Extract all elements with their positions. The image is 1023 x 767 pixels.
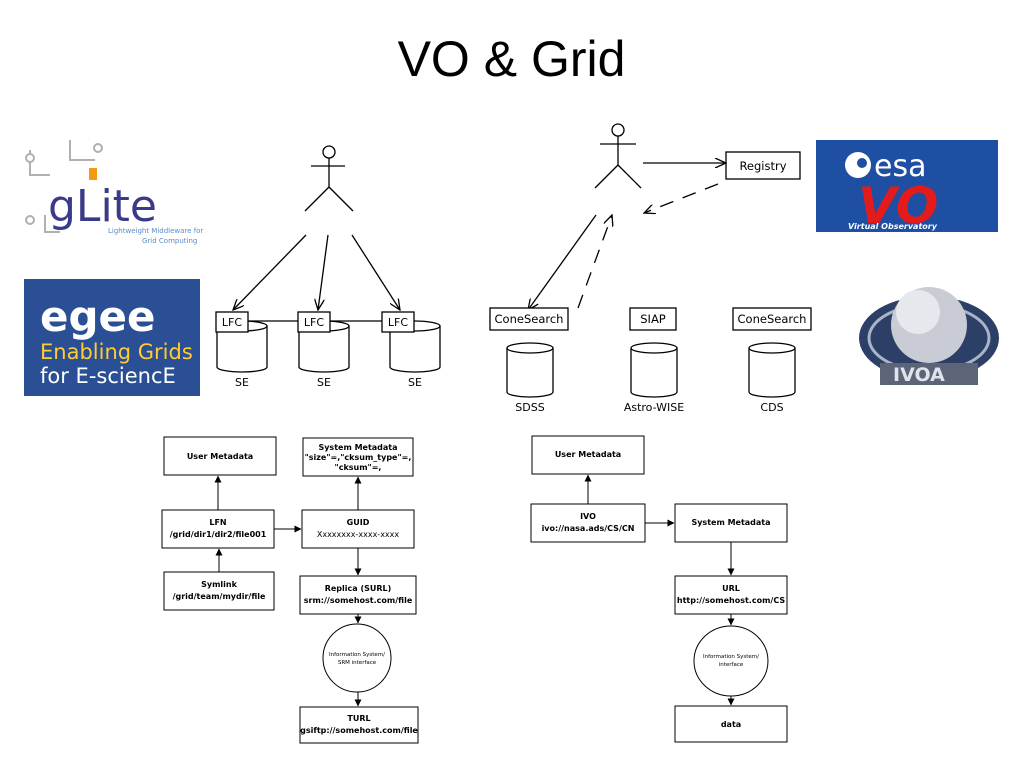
slide-title: VO & Grid <box>397 31 626 87</box>
conesearch-box-2: ConeSearch <box>732 307 812 331</box>
vo-info-system-ellipse: Information System/ interface <box>693 625 769 697</box>
database-astro-wise <box>630 342 678 398</box>
vo-system-metadata-box: System Metadata <box>674 503 788 543</box>
database-cds <box>748 342 796 398</box>
egee-line-1: Enabling Grids <box>40 340 193 364</box>
se-label-1: SE <box>235 376 249 389</box>
glite-tagline-1: Lightweight Middleware for <box>108 227 203 235</box>
database-sdss <box>506 342 554 398</box>
glite-logo: gLite Lightweight Middleware for Grid Co… <box>25 140 203 245</box>
conesearch-label-2: ConeSearch <box>738 312 807 326</box>
svg-text:TURL: TURL <box>347 714 370 723</box>
svg-text:"cksum"=,: "cksum"=, <box>335 463 382 472</box>
siap-box: SIAP <box>629 307 677 331</box>
grid-info-system-circle: Information System/ SRM interface <box>322 623 392 693</box>
conesearch-label-1: ConeSearch <box>495 312 564 326</box>
lfc-label-2: LFC <box>304 316 324 329</box>
svg-text:Information System/: Information System/ <box>329 652 385 658</box>
grid-user-actor <box>304 145 354 212</box>
se-label-3: SE <box>408 376 422 389</box>
svg-text:System Metadata: System Metadata <box>691 518 770 527</box>
svg-text:SRM interface: SRM interface <box>338 660 377 666</box>
lfc-label-1: LFC <box>222 316 242 329</box>
arrow-registry-to-user <box>644 183 719 213</box>
arrow-user-to-lfc-1 <box>233 234 307 310</box>
svg-text:Xxxxxxxx-xxxx-xxxx: Xxxxxxxx-xxxx-xxxx <box>317 530 400 539</box>
egee-line-2: for E-sciencE <box>40 364 176 388</box>
svg-text:/grid/dir1/dir2/file001: /grid/dir1/dir2/file001 <box>170 530 267 539</box>
vo-user-actor <box>594 123 642 189</box>
ivoa-wordmark: IVOA <box>893 364 945 386</box>
svg-text:"size"=,"cksum_type"=,: "size"=,"cksum_type"=, <box>305 453 412 462</box>
grid-user-metadata-box: User Metadata <box>163 436 277 476</box>
svg-text:ivo://nasa.ads/CS/CN: ivo://nasa.ads/CS/CN <box>542 524 635 533</box>
vo-user-metadata-box: User Metadata <box>531 435 645 475</box>
db-label-astro-wise: Astro-WISE <box>624 401 684 414</box>
guid-box: GUID Xxxxxxxx-xxxx-xxxx <box>301 509 415 549</box>
grid-system-metadata-box: System Metadata "size"=,"cksum_type"=, "… <box>302 437 414 477</box>
svg-text:URL: URL <box>722 584 740 593</box>
vo-wordmark: VO <box>858 177 938 235</box>
svg-text:IVO: IVO <box>580 512 596 521</box>
arrow-user-to-lfc-2 <box>318 234 329 310</box>
svg-text:LFN: LFN <box>209 518 226 527</box>
lfc-box-3: LFC <box>381 311 415 333</box>
svg-text:interface: interface <box>719 662 744 668</box>
turl-box: TURL gsiftp://somehost.com/file <box>299 706 419 744</box>
db-label-sdss: SDSS <box>515 401 544 414</box>
lfc-box-2: LFC <box>297 311 331 333</box>
svg-text:data: data <box>721 720 741 729</box>
egee-wordmark: egee <box>40 292 156 341</box>
arrow-user-to-conesearch <box>528 214 597 310</box>
se-label-2: SE <box>317 376 331 389</box>
svg-text:http://somehost.com/CS: http://somehost.com/CS <box>677 596 785 605</box>
svg-text:Information System/: Information System/ <box>703 654 759 660</box>
svg-text:srm://somehost.com/file: srm://somehost.com/file <box>304 596 413 605</box>
registry-box: Registry <box>725 151 801 180</box>
lfc-box-1: LFC <box>215 311 249 333</box>
esa-vo-logo: esa VO Virtual Observatory <box>816 140 998 235</box>
symlink-box: Symlink /grid/team/mydir/file <box>163 571 275 611</box>
lfn-box: LFN /grid/dir1/dir2/file001 <box>161 509 275 549</box>
db-label-cds: CDS <box>760 401 783 414</box>
svg-text:User Metadata: User Metadata <box>187 452 253 461</box>
svg-text:gsiftp://somehost.com/file: gsiftp://somehost.com/file <box>300 726 418 735</box>
lfc-label-3: LFC <box>388 316 408 329</box>
svg-text:/grid/team/mydir/file: /grid/team/mydir/file <box>173 592 266 601</box>
data-box: data <box>674 705 788 743</box>
url-box: URL http://somehost.com/CS <box>674 575 788 615</box>
svg-text:Symlink: Symlink <box>201 580 237 589</box>
svg-text:System Metadata: System Metadata <box>318 443 397 452</box>
arrow-conesearch-to-user <box>577 215 612 309</box>
arrow-user-to-lfc-3 <box>351 234 400 310</box>
siap-label: SIAP <box>640 312 666 326</box>
svg-text:Replica (SURL): Replica (SURL) <box>325 584 392 593</box>
registry-label: Registry <box>739 159 786 173</box>
glite-tagline-2: Grid Computing <box>142 237 197 245</box>
egee-logo: egee Enabling Grids for E-sciencE <box>24 279 200 396</box>
conesearch-box-1: ConeSearch <box>489 307 569 331</box>
esa-vo-tagline: Virtual Observatory <box>848 222 938 231</box>
esa-wordmark: esa <box>874 149 926 184</box>
ivo-box: IVO ivo://nasa.ads/CS/CN <box>530 503 646 543</box>
svg-text:User Metadata: User Metadata <box>555 450 621 459</box>
svg-text:GUID: GUID <box>347 518 370 527</box>
ivoa-logo: IVOA <box>859 287 999 386</box>
replica-box: Replica (SURL) srm://somehost.com/file <box>299 575 417 615</box>
glite-wordmark: gLite <box>48 181 157 232</box>
